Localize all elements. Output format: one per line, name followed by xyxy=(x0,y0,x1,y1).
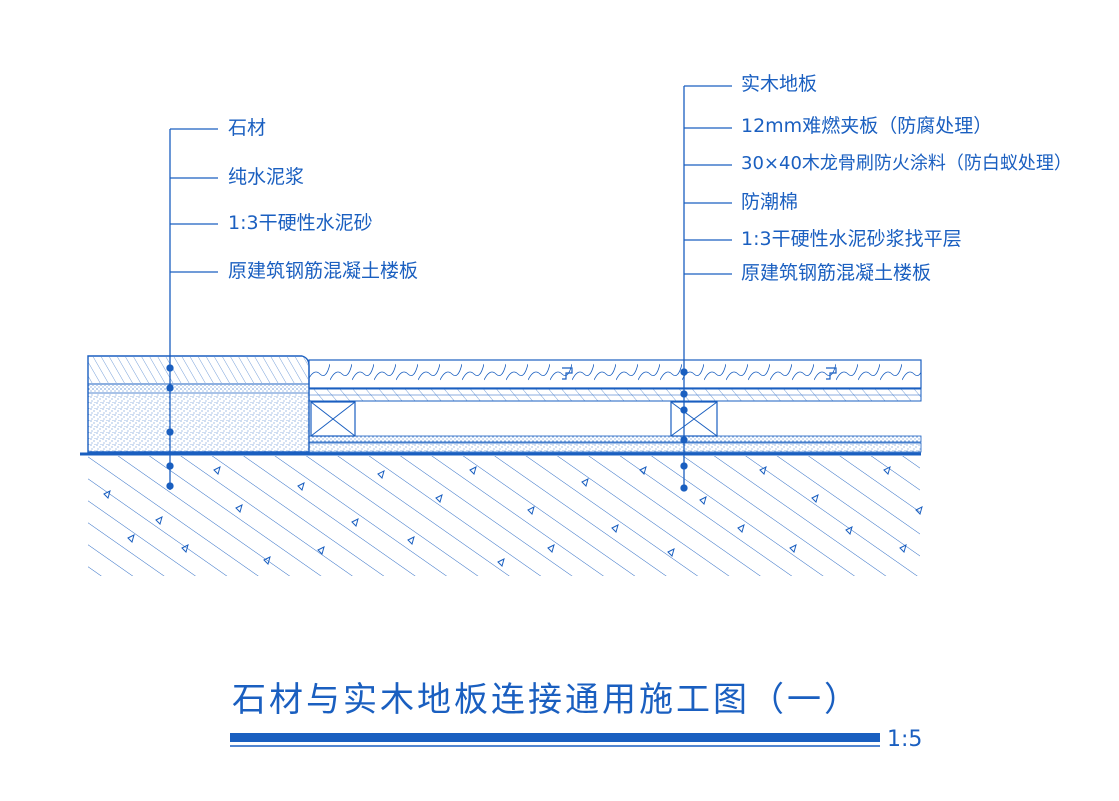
aggregate-mark xyxy=(811,494,819,503)
aggregate-mark xyxy=(181,544,189,553)
aggregate-mark xyxy=(759,466,767,475)
aggregate-mark xyxy=(699,496,707,505)
aggregate-mark xyxy=(407,536,415,545)
left-callout-slab: 原建筑钢筋混凝土楼板 xyxy=(228,260,419,282)
right-callout-joist: 30×40木龙骨刷防火涂料（防白蚁处理） xyxy=(741,153,1072,174)
left-callout-cement-paste: 纯水泥浆 xyxy=(228,166,305,188)
stone-side xyxy=(87,355,310,453)
stone-layer xyxy=(88,357,308,383)
aggregate-mark xyxy=(497,558,505,567)
aggregate-mark xyxy=(235,504,243,513)
right-leader xyxy=(680,85,732,492)
aggregate-mark xyxy=(547,544,555,553)
left-callout-mortar: 1:3干硬性水泥砂 xyxy=(228,212,373,234)
aggregate-mark xyxy=(611,524,619,533)
left-leader xyxy=(166,128,218,490)
wood-floor-layer xyxy=(308,359,922,389)
drawing-title: 石材与实木地板连接通用施工图（一） xyxy=(232,680,861,720)
right-callout-wood-floor: 实木地板 xyxy=(741,73,818,95)
cement-paste-layer xyxy=(88,385,309,392)
aggregate-mark xyxy=(527,506,535,515)
leveling-layer xyxy=(308,442,922,453)
wood-side xyxy=(308,359,922,453)
aggregate-mark xyxy=(737,524,745,533)
aggregate-mark xyxy=(351,518,359,527)
aggregate-mark xyxy=(667,548,675,557)
aggregate-mark xyxy=(789,544,797,553)
aggregate-mark xyxy=(915,506,923,515)
aggregate-mark xyxy=(297,482,305,491)
aggregate-mark xyxy=(127,534,135,543)
aggregate-mark xyxy=(317,546,325,555)
aggregate-mark xyxy=(845,526,853,535)
right-callout-slab: 原建筑钢筋混凝土楼板 xyxy=(741,262,932,284)
right-callout-plywood: 12mm难燃夹板（防腐处理） xyxy=(741,115,993,137)
concrete-slab xyxy=(88,456,923,576)
aggregate-mark xyxy=(263,556,271,565)
aggregate-mark xyxy=(899,544,907,553)
aggregate-mark xyxy=(435,494,443,503)
title-underline xyxy=(230,733,880,747)
aggregate-mark xyxy=(213,466,221,475)
right-callout-leveling: 1:3干硬性水泥砂浆找平层 xyxy=(741,228,962,250)
aggregate-mark xyxy=(581,478,589,487)
aggregate-mark xyxy=(155,516,163,525)
right-callout-moisture-pad: 防潮棉 xyxy=(741,191,799,213)
aggregate-mark xyxy=(103,490,111,499)
left-callout-stone: 石材 xyxy=(228,117,267,139)
aggregate-mark xyxy=(377,470,385,479)
aggregate-mark xyxy=(883,466,891,475)
aggregate-mark xyxy=(469,466,477,475)
aggregate-marks xyxy=(103,466,923,567)
moisture-pad-layer xyxy=(308,435,922,443)
drawing-scale: 1:5 xyxy=(887,727,923,752)
aggregate-mark xyxy=(639,466,647,475)
mortar-layer xyxy=(88,394,309,452)
